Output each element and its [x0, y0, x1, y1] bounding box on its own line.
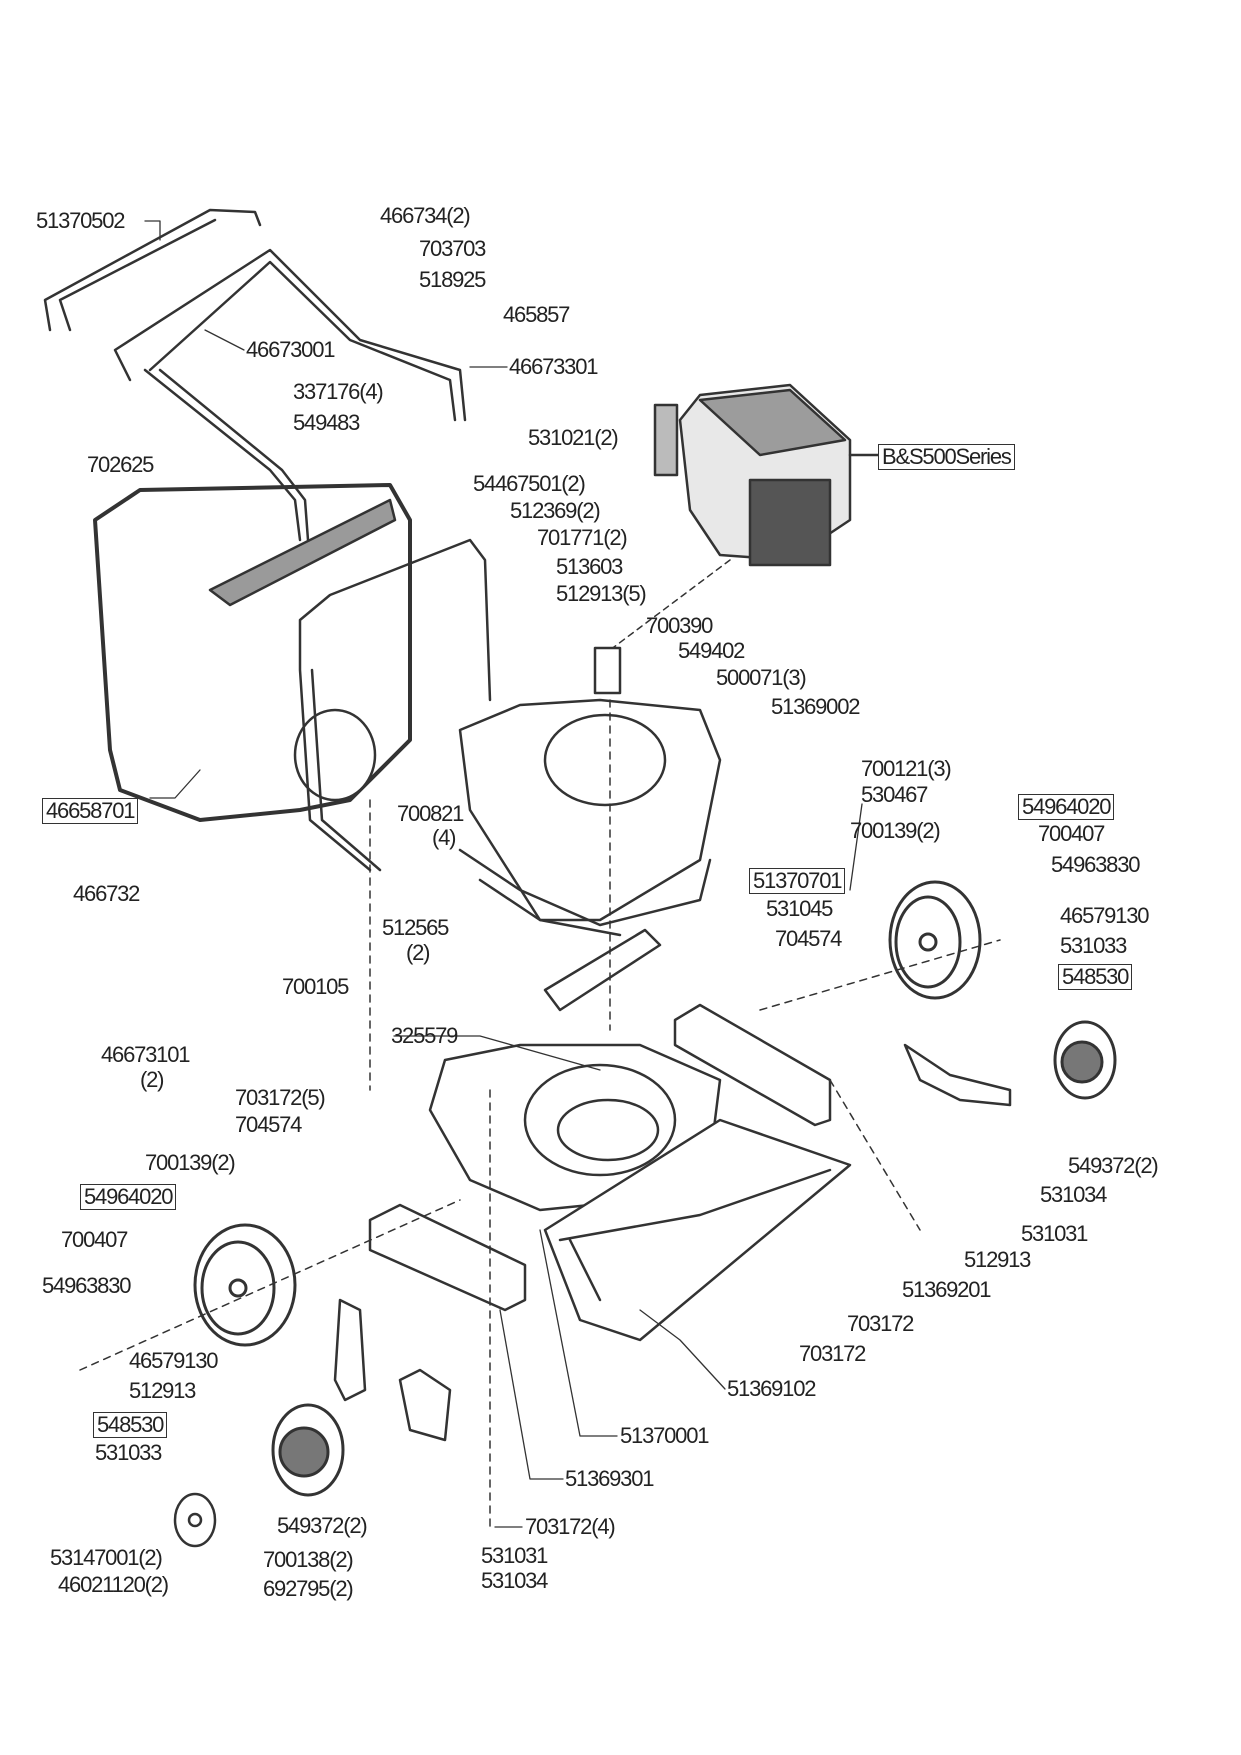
- part-label: B&S500Series: [878, 444, 1015, 470]
- engine: [653, 383, 852, 567]
- part-label: 700390: [646, 613, 713, 638]
- part-label: 46658701: [42, 798, 139, 824]
- part-label: 54963830: [42, 1273, 132, 1298]
- part-label: 465857: [503, 302, 570, 327]
- lower-handle-tube: [143, 368, 310, 542]
- part-label: 703172: [799, 1341, 866, 1366]
- part-label: 701771(2): [537, 525, 628, 550]
- part-label: 531021(2): [528, 425, 619, 450]
- part-label: 46579130: [129, 1348, 219, 1373]
- part-label: 703172(5): [235, 1085, 326, 1110]
- part-label: 531034: [1040, 1182, 1107, 1207]
- right-small-wheel: [1053, 1020, 1117, 1100]
- part-label: 51369002: [771, 694, 861, 719]
- part-label: 512913(5): [556, 581, 647, 606]
- part-label: 548530: [1058, 964, 1133, 990]
- part-label: 512369(2): [510, 498, 601, 523]
- guide-531045: [543, 928, 662, 1012]
- part-label: 531031: [1021, 1221, 1088, 1246]
- part-label: 703172: [847, 1311, 914, 1336]
- hub-cap: [173, 1492, 217, 1548]
- part-label: 337176(4): [293, 379, 384, 404]
- part-label: 466732: [73, 881, 140, 906]
- part-label: (2): [140, 1067, 165, 1092]
- part-label: 46673301: [509, 354, 599, 379]
- bag-strap: [208, 498, 397, 607]
- left-adjust-plate: [398, 1368, 452, 1442]
- part-label: 531034: [481, 1568, 548, 1593]
- part-label: 513603: [556, 554, 623, 579]
- spacer-549402: [593, 646, 622, 695]
- part-label: 700121(3): [861, 756, 952, 781]
- part-label: 700407: [61, 1227, 128, 1252]
- part-label: 692795(2): [263, 1576, 354, 1601]
- part-label: 531033: [1060, 933, 1127, 958]
- part-label: (2): [406, 940, 431, 965]
- part-label: 700139(2): [145, 1150, 236, 1175]
- part-label: 46021120(2): [58, 1572, 169, 1597]
- part-label: 466734(2): [380, 203, 471, 228]
- part-label: 51369201: [902, 1277, 992, 1302]
- bracket-51369201: [673, 1003, 832, 1127]
- part-label: 54963830: [1051, 852, 1141, 877]
- part-label: (4): [432, 825, 457, 850]
- handle-frame: [113, 248, 467, 422]
- part-label: 700821: [397, 801, 464, 826]
- left-large-wheel: [193, 1223, 297, 1347]
- part-label: 548530: [93, 1412, 168, 1438]
- part-label: 54964020: [1018, 794, 1115, 820]
- part-label: 700105: [282, 974, 349, 999]
- upper-handle-bar: [43, 208, 262, 332]
- part-label: 530467: [861, 782, 928, 807]
- part-label: 549483: [293, 410, 360, 435]
- part-label: 46673001: [246, 337, 336, 362]
- part-label: 51370701: [749, 868, 846, 894]
- part-label: 704574: [235, 1112, 302, 1137]
- part-label: 549372(2): [1068, 1153, 1159, 1178]
- right-height-lever: [903, 1043, 1012, 1107]
- part-label: 51369301: [565, 1466, 655, 1491]
- left-height-lever: [333, 1298, 367, 1402]
- part-label: 512913: [964, 1247, 1031, 1272]
- part-label: 703703: [419, 236, 486, 261]
- part-label: 51370502: [36, 208, 126, 233]
- part-label: 500071(3): [716, 665, 807, 690]
- part-label: 549402: [678, 638, 745, 663]
- part-label: 51370001: [620, 1423, 710, 1448]
- part-label: 512565: [382, 915, 449, 940]
- part-label: 700139(2): [850, 818, 941, 843]
- chute: [543, 1118, 852, 1342]
- part-label: 531045: [766, 896, 833, 921]
- part-label: 46579130: [1060, 903, 1150, 928]
- part-label: 54467501(2): [473, 471, 586, 496]
- part-label: 700138(2): [263, 1547, 354, 1572]
- bag-frame: [298, 538, 492, 872]
- grass-bag: [93, 483, 412, 822]
- part-label: 700407: [1038, 821, 1105, 846]
- part-label: 703172(4): [525, 1514, 616, 1539]
- housing-seal: [458, 848, 712, 937]
- part-label: 702625: [87, 452, 154, 477]
- right-large-wheel: [888, 880, 982, 1000]
- part-label: 51369102: [727, 1376, 817, 1401]
- part-label: 54964020: [80, 1184, 177, 1210]
- part-label: 704574: [775, 926, 842, 951]
- part-label: 53147001(2): [50, 1545, 163, 1570]
- part-label: 325579: [391, 1023, 458, 1048]
- part-label: 46673101: [101, 1042, 191, 1067]
- part-label: 518925: [419, 267, 486, 292]
- bracket-51369301: [368, 1203, 527, 1312]
- housing-top: [458, 698, 722, 922]
- part-label: 531031: [481, 1543, 548, 1568]
- part-label: 512913: [129, 1378, 196, 1403]
- part-label: 531033: [95, 1440, 162, 1465]
- part-label: 549372(2): [277, 1513, 368, 1538]
- left-small-wheel: [271, 1403, 345, 1497]
